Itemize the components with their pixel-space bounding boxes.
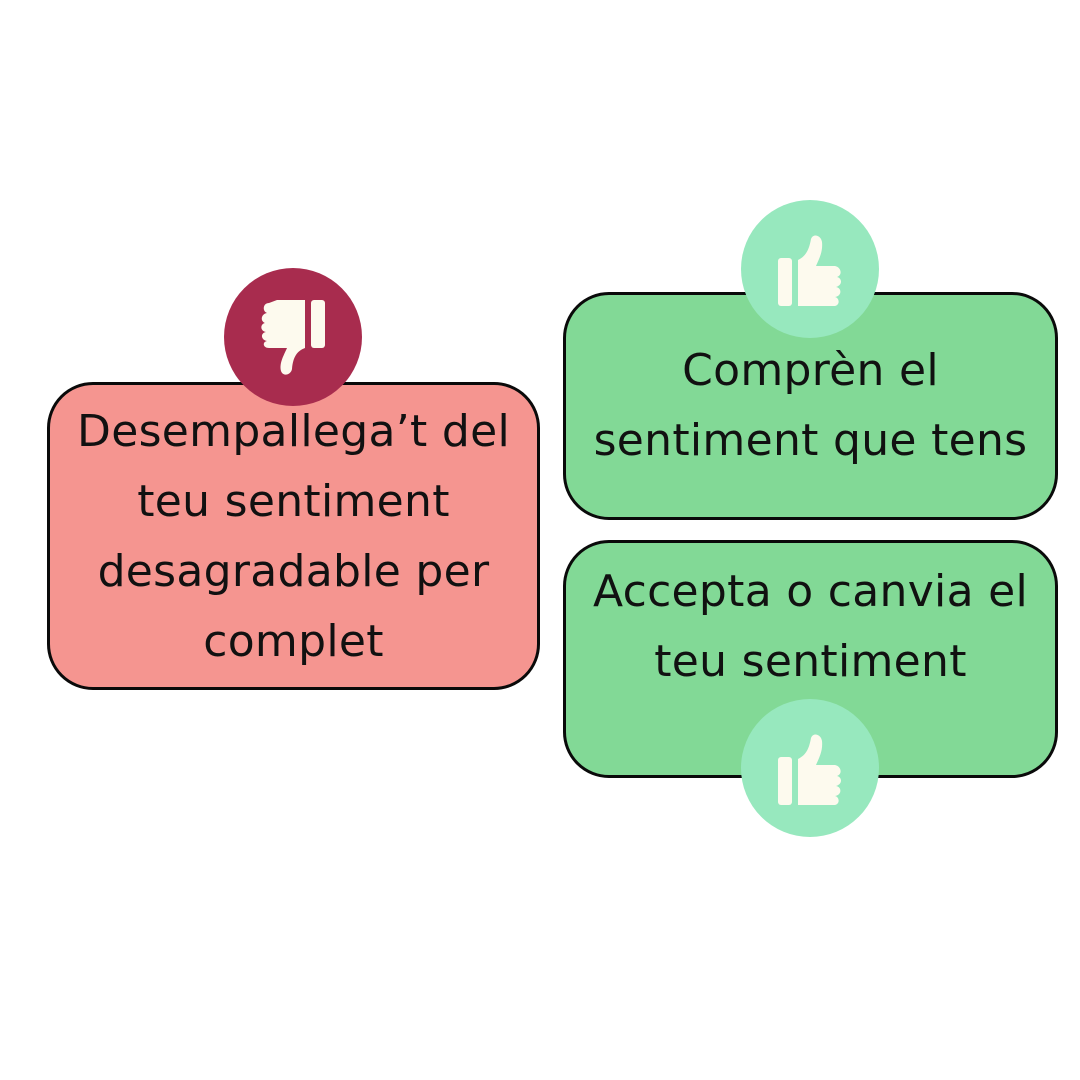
understand-card-text: Comprèn el sentiment que tens bbox=[576, 336, 1046, 517]
thumbs-up-icon bbox=[778, 734, 841, 805]
understand-card-line: Comprèn el bbox=[682, 345, 939, 396]
negative-card-line: teu sentiment bbox=[137, 476, 450, 527]
negative-card-line: complet bbox=[203, 616, 384, 667]
thumbs-up-badge bbox=[741, 699, 879, 837]
negative-card-line: desagradable per bbox=[97, 546, 490, 597]
understand-card-line: sentiment que tens bbox=[593, 415, 1028, 466]
thumbs-down-badge bbox=[224, 268, 362, 406]
thumbs-down-icon bbox=[261, 300, 325, 375]
accept-card-line: teu sentiment bbox=[654, 636, 967, 687]
accept-card-line: Accepta o canvia el bbox=[592, 566, 1029, 617]
thumbs-up-icon bbox=[778, 235, 841, 306]
accept-card-text: Accepta o canvia el teu sentiment bbox=[576, 557, 1046, 775]
negative-card-text: Desempallega’t del teu sentiment desagra… bbox=[50, 397, 537, 687]
thumbs-up-badge bbox=[741, 200, 879, 338]
negative-card: Desempallega’t del teu sentiment desagra… bbox=[47, 382, 540, 690]
negative-card-line: Desempallega’t del bbox=[77, 406, 510, 457]
accept-card: Accepta o canvia el teu sentiment bbox=[563, 540, 1058, 778]
